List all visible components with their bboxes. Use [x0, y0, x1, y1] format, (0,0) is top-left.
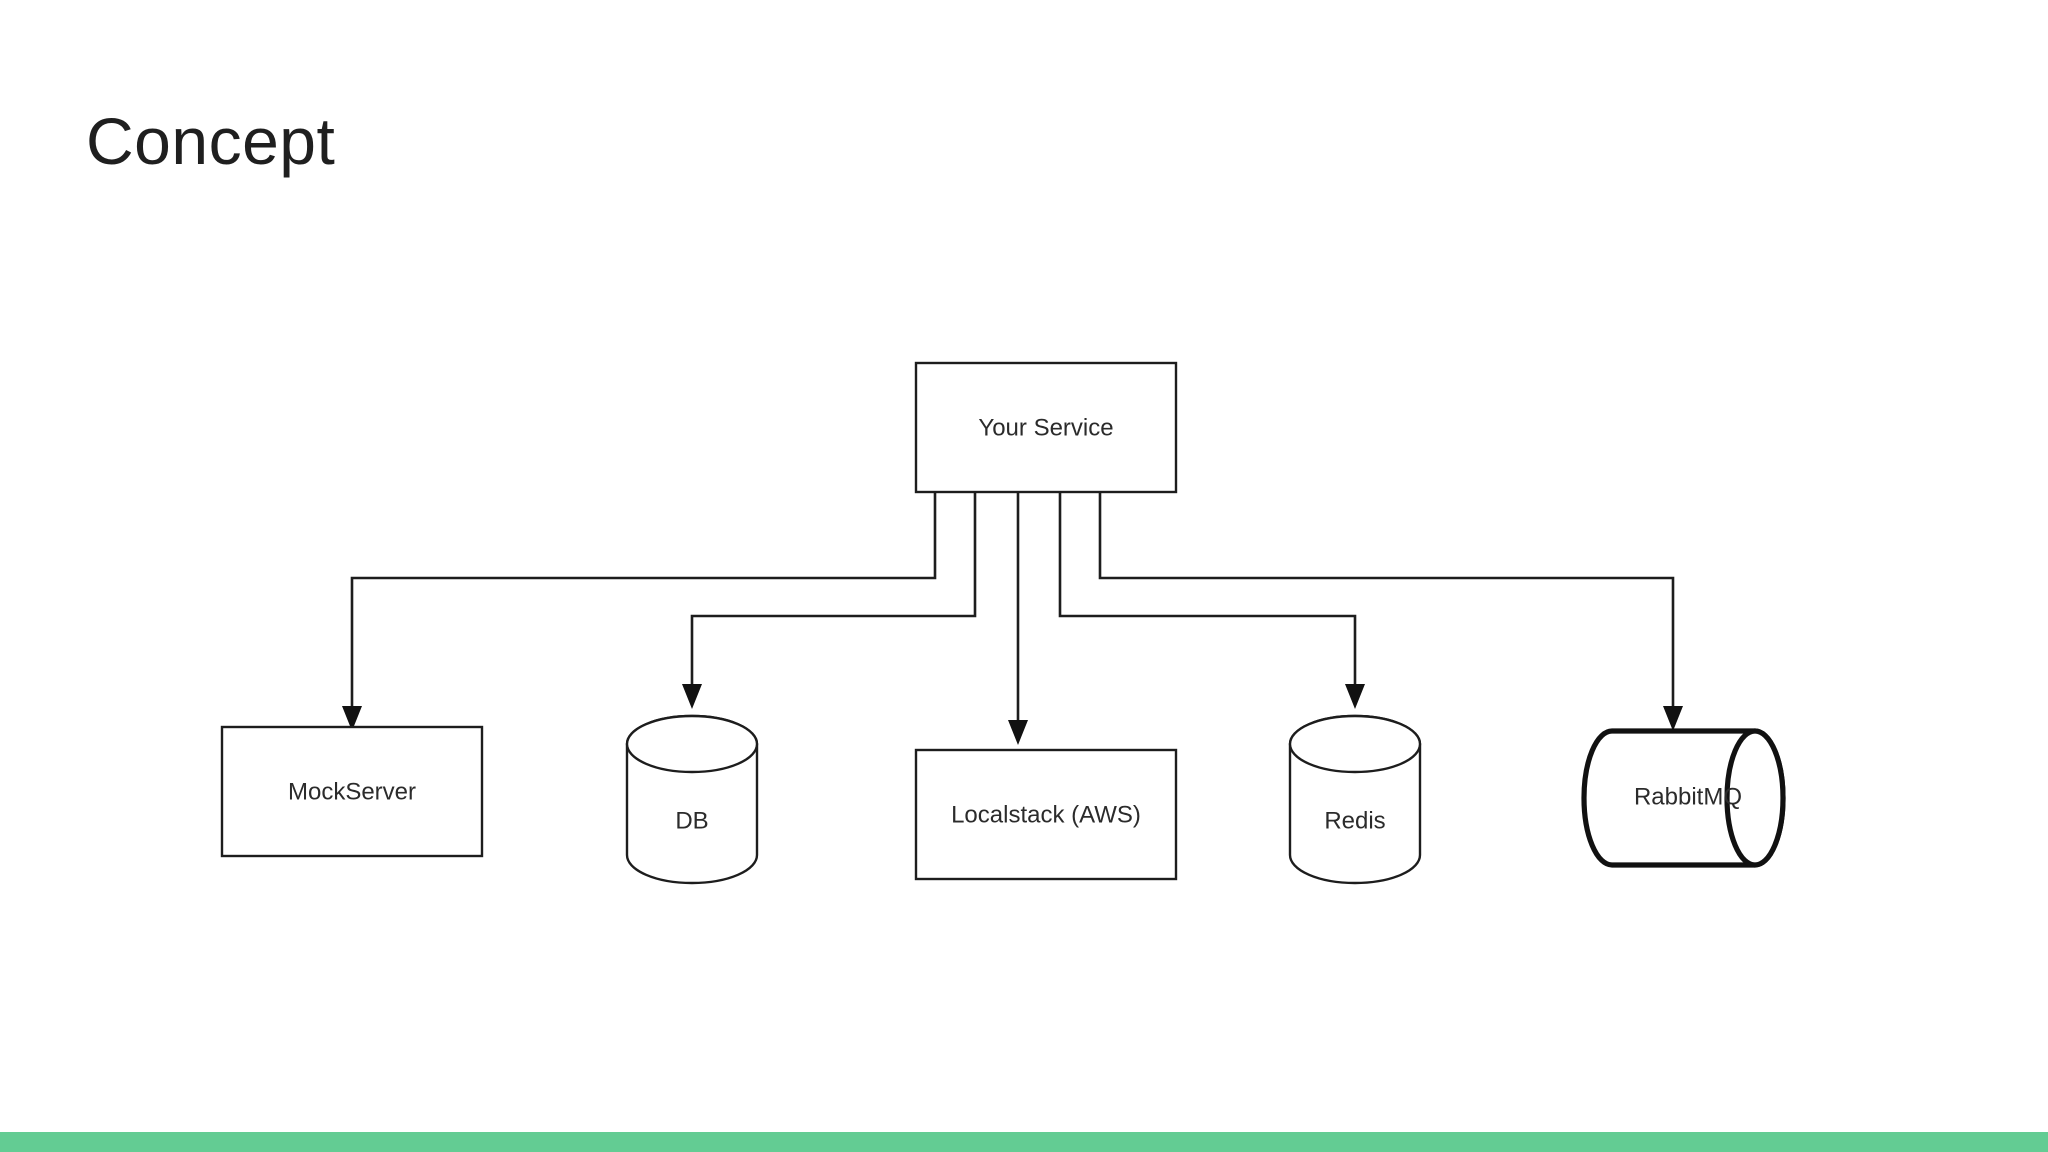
edge-your-service-to-rabbitmq [1098, 492, 1683, 731]
node-mockserver[interactable]: MockServer [220, 725, 484, 858]
node-redis[interactable]: Redis [1288, 714, 1422, 885]
node-your-service-label: Your Service [978, 414, 1113, 441]
node-your-service[interactable]: Your Service [914, 361, 1178, 494]
node-localstack[interactable]: Localstack (AWS) [914, 748, 1178, 881]
page-title: Concept [86, 104, 336, 178]
arrow-head-icon [1008, 720, 1028, 745]
node-redis-label: Redis [1324, 807, 1385, 834]
node-db-label: DB [675, 807, 708, 834]
node-mockserver-label: MockServer [288, 778, 416, 805]
node-db[interactable]: DB [625, 714, 759, 885]
node-rabbitmq[interactable]: RabbitMQ [1581, 728, 1786, 868]
arrow-head-icon [682, 684, 702, 709]
arrow-head-icon [1345, 684, 1365, 709]
arrow-head-icon [342, 706, 362, 731]
footer-accent-bar [0, 1132, 2048, 1152]
arrow-head-icon [1663, 706, 1683, 731]
node-localstack-label: Localstack (AWS) [951, 801, 1141, 828]
edge-your-service-to-localstack [1008, 492, 1028, 745]
edge-your-service-to-redis [1058, 492, 1365, 709]
edge-your-service-to-mockserver [342, 492, 937, 731]
edge-your-service-to-db [682, 492, 977, 709]
node-rabbitmq-label: RabbitMQ [1634, 783, 1742, 810]
